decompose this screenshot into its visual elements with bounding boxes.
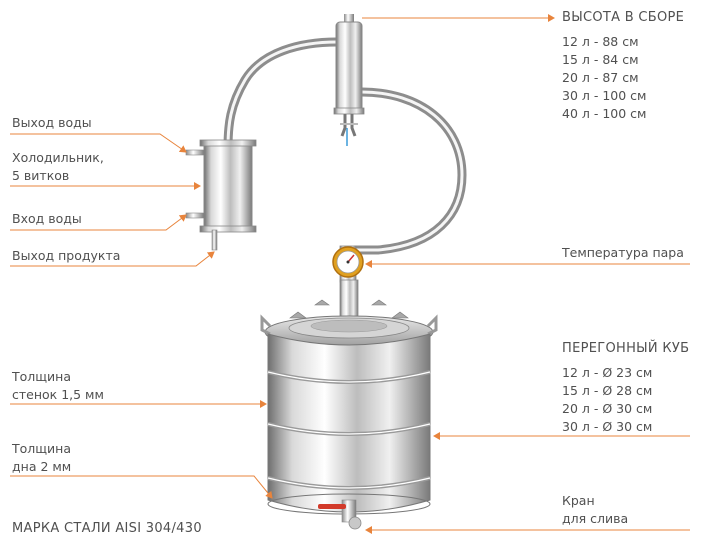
label-water-in: Вход воды	[12, 211, 82, 226]
height-item: 12 л - 88 см	[562, 34, 639, 49]
cube-item: 20 л - Ø 30 см	[562, 401, 653, 416]
height-item: 40 л - 100 см	[562, 106, 647, 121]
cube-title: ПЕРЕГОННЫЙ КУБ	[562, 341, 690, 356]
height-item: 20 л - 87 см	[562, 70, 639, 85]
cube-item: 15 л - Ø 28 см	[562, 383, 653, 398]
top-column	[333, 14, 365, 146]
height-title: ВЫСОТА В СБОРЕ	[562, 10, 685, 25]
label-cooler-line1: Холодильник,	[12, 150, 104, 165]
label-wall-line1: Толщина	[12, 369, 72, 384]
label-product-out: Выход продукта	[12, 248, 121, 263]
distillation-tank	[267, 333, 431, 515]
label-cooler-line2: 5 витков	[12, 168, 70, 183]
label-tap-line1: Кран	[562, 493, 595, 508]
label-tap-line2: для слива	[562, 511, 629, 526]
height-item: 30 л - 100 см	[562, 88, 647, 103]
height-item: 15 л - 84 см	[562, 52, 639, 67]
label-wall-line2: стенок 1,5 мм	[12, 387, 104, 402]
label-bottom-line2: дна 2 мм	[12, 459, 72, 474]
label-vapor-temp: Температура пара	[562, 245, 684, 260]
label-steel-grade: МАРКА СТАЛИ AISI 304/430	[12, 521, 202, 536]
height-list: 12 л - 88 см 15 л - 84 см 20 л - 87 см 30 л…	[562, 33, 646, 123]
label-bottom-line1: Толщина	[12, 441, 72, 456]
drain-tap	[318, 499, 362, 530]
cooler	[185, 139, 257, 251]
cube-list: 12 л - Ø 23 см 15 л - Ø 28 см 20 л - Ø 30 …	[562, 364, 652, 436]
label-water-out: Выход воды	[12, 115, 92, 130]
tank-lid	[260, 299, 438, 349]
callout-lines	[10, 14, 690, 534]
cube-item: 12 л - Ø 23 см	[562, 365, 653, 380]
steam-pipes	[223, 37, 467, 255]
cube-item: 30 л - Ø 30 см	[562, 419, 653, 434]
thermometer	[332, 245, 364, 283]
